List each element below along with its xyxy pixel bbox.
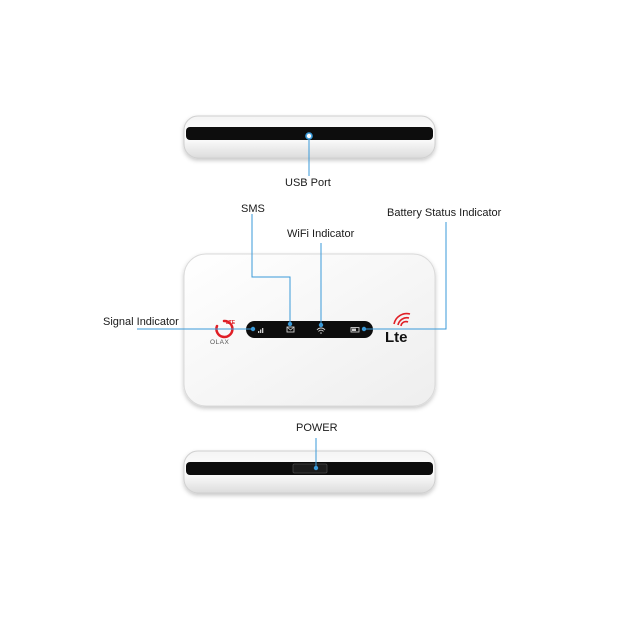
battery-icon [350, 327, 360, 333]
power-button-icon [292, 463, 328, 474]
callout-dots [250, 321, 367, 471]
battery-status-indicator-label: Battery Status Indicator [387, 207, 502, 219]
callout-lines [137, 139, 447, 468]
brand-text: OLAX [210, 339, 230, 346]
indicator-panel [246, 321, 373, 338]
lte-text: Lte [385, 329, 408, 346]
sms-label: SMS [241, 203, 265, 215]
usb-port-label: USB Port [285, 177, 331, 189]
lte-logo: Lte [385, 312, 411, 346]
wifi-icon [316, 327, 326, 334]
wifi-indicator-label: WiFi Indicator [287, 228, 355, 240]
signal-icon [258, 328, 264, 333]
signal-indicator-label: Signal Indicator [103, 316, 179, 328]
power-label: POWER [296, 422, 338, 434]
usb-port-icon [305, 132, 313, 140]
svg-text:LTE: LTE [226, 320, 236, 326]
sms-icon [286, 326, 295, 333]
brand-logo: LTE OLAX [210, 319, 236, 346]
